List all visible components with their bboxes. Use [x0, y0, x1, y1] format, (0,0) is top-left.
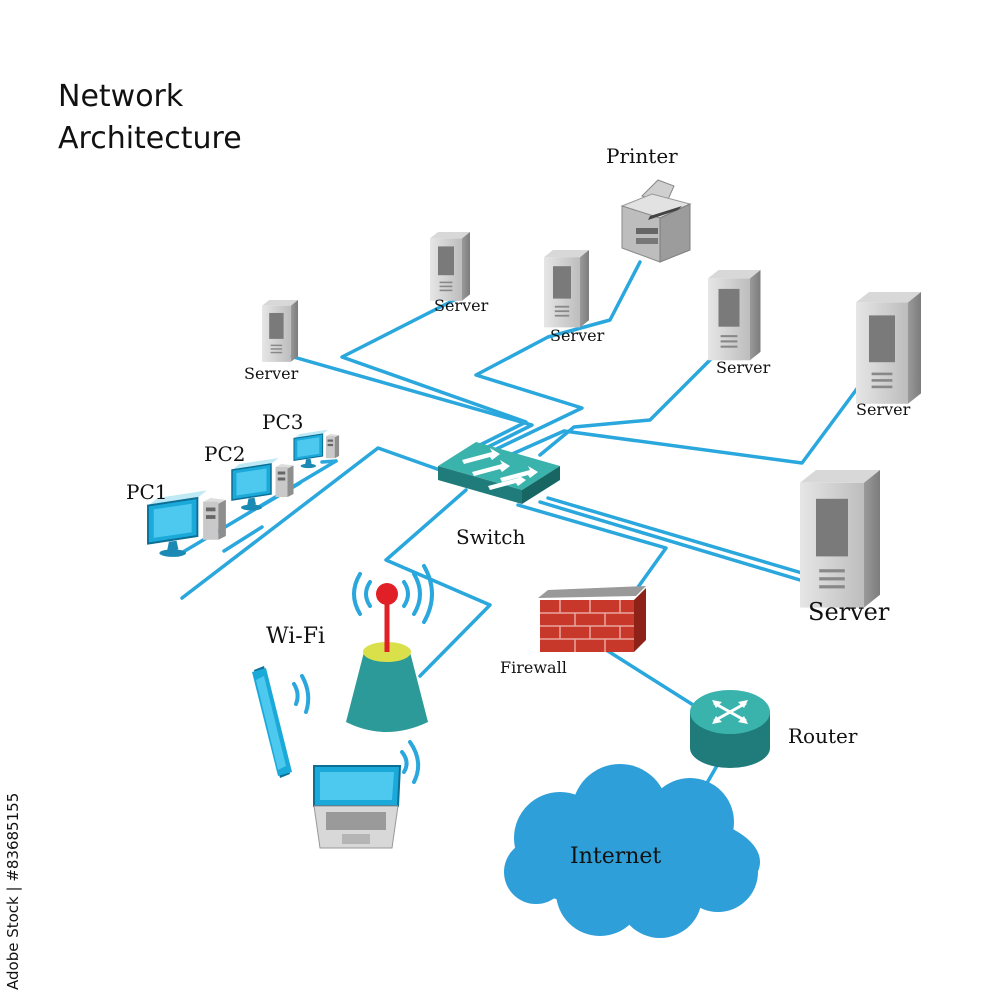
internet-cloud-icon	[504, 764, 760, 938]
pc2-label: PC2	[204, 442, 246, 466]
printer-icon	[620, 179, 692, 263]
pc3-label: PC3	[262, 410, 304, 434]
pc1-label: PC1	[126, 480, 168, 504]
printer-label: Printer	[606, 144, 678, 168]
router-label: Router	[788, 724, 858, 748]
stock-id-watermark: Adobe Stock | #83685155	[4, 792, 22, 990]
server-label-4: Server	[716, 358, 771, 377]
server-icon-2	[262, 300, 298, 362]
firewall-icon	[538, 586, 646, 652]
switch-icon	[438, 442, 560, 504]
diagram-title-line-2: Architecture	[58, 121, 242, 156]
tablet-icon	[252, 666, 311, 778]
server-label-1: Server	[434, 296, 489, 315]
server-icon-1	[430, 232, 470, 301]
network-links	[176, 260, 864, 828]
firewall-label: Firewall	[500, 658, 567, 677]
server-icon-5	[856, 292, 921, 404]
server-label-main: Server	[808, 598, 890, 626]
server-label-2: Server	[244, 364, 299, 383]
router-icon	[690, 690, 770, 768]
switch-label: Switch	[456, 525, 526, 549]
server-icon-4	[708, 270, 761, 361]
wifi-icon	[346, 564, 434, 732]
internet-label: Internet	[570, 844, 662, 869]
laptop-icon	[313, 740, 421, 849]
wifi-label: Wi-Fi	[266, 624, 325, 649]
server-label-5: Server	[856, 400, 911, 419]
server-icon-3	[544, 250, 589, 328]
server-icon-main	[800, 470, 880, 608]
server-label-3: Server	[550, 326, 605, 345]
diagram-title-line-1: Network	[58, 79, 184, 114]
